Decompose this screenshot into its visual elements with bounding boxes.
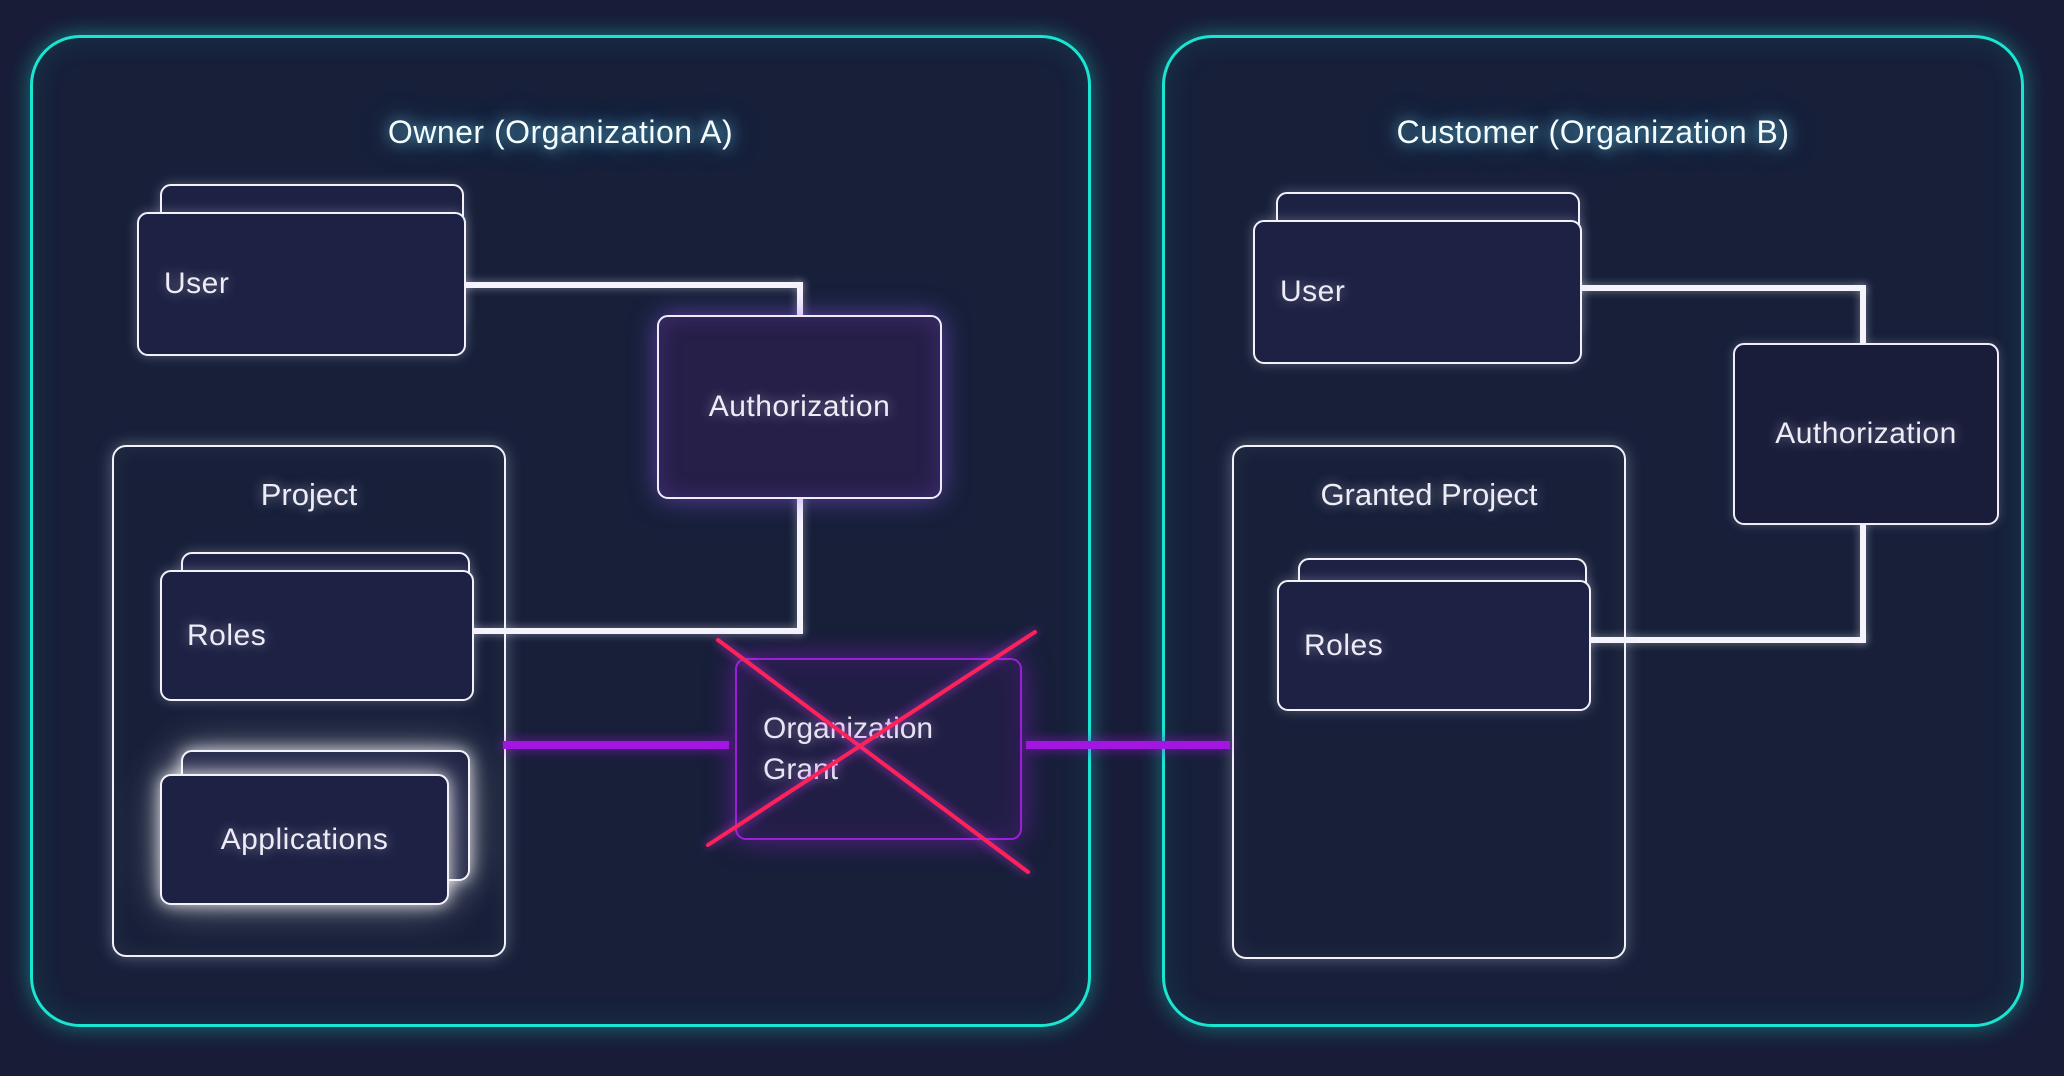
- roles-b-label: Roles: [1304, 629, 1383, 663]
- cross-line-2: [708, 632, 1035, 845]
- grant-connector-right: [1026, 741, 1230, 749]
- cross-line-1: [718, 640, 1028, 872]
- grant-connector-left: [503, 741, 729, 749]
- connector-user-b-to-authorization-h: [1560, 285, 1866, 291]
- user-a-card: User: [137, 212, 466, 356]
- connector-user-a-to-authorization-h: [440, 282, 803, 288]
- applications-a-card: Applications: [160, 774, 449, 905]
- user-a-label: User: [164, 267, 229, 301]
- org-a-title: Owner (Organization A): [33, 114, 1088, 151]
- user-b-card: User: [1253, 220, 1582, 364]
- authorization-b-label: Authorization: [1775, 417, 1957, 451]
- connector-user-a-to-authorization-v: [797, 282, 803, 318]
- cross-out-x-icon: [688, 610, 1053, 885]
- granted-project-label: Granted Project: [1234, 477, 1624, 513]
- connector-authorization-b-to-roles-v: [1860, 519, 1866, 643]
- user-b-label: User: [1280, 275, 1345, 309]
- authorization-a-box: Authorization: [657, 315, 942, 499]
- roles-a-card: Roles: [160, 570, 474, 701]
- org-b-title: Customer (Organization B): [1165, 114, 2021, 151]
- applications-a-label: Applications: [221, 823, 389, 857]
- authorization-a-label: Authorization: [709, 390, 891, 424]
- authorization-b-box: Authorization: [1733, 343, 1999, 525]
- roles-a-label: Roles: [187, 619, 266, 653]
- connector-user-b-to-authorization-v: [1860, 285, 1866, 346]
- project-a-label: Project: [114, 477, 504, 513]
- roles-b-card: Roles: [1277, 580, 1591, 711]
